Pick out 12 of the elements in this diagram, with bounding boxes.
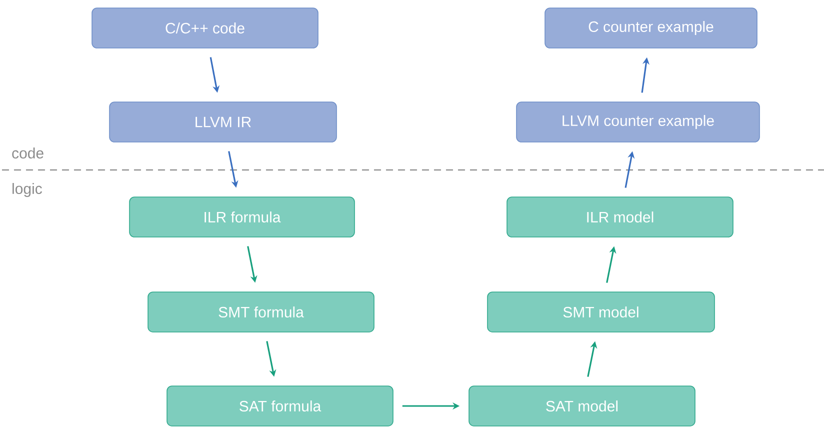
process-box: C counter example — [544, 8, 758, 48]
process-box: LLVM IR — [109, 102, 337, 142]
layer-label: logic — [12, 183, 42, 197]
process-box: SMT model — [487, 292, 715, 332]
process-box: SAT model — [468, 386, 696, 426]
layer-label: code — [12, 148, 44, 158]
process-box: ILR formula — [129, 196, 355, 238]
process-box: LLVM counter example — [516, 102, 760, 142]
process-box: SAT formula — [166, 386, 394, 426]
process-box: C/C++ code — [92, 8, 318, 48]
process-box: ILR model — [506, 196, 734, 238]
process-box: SMT formula — [148, 292, 374, 332]
